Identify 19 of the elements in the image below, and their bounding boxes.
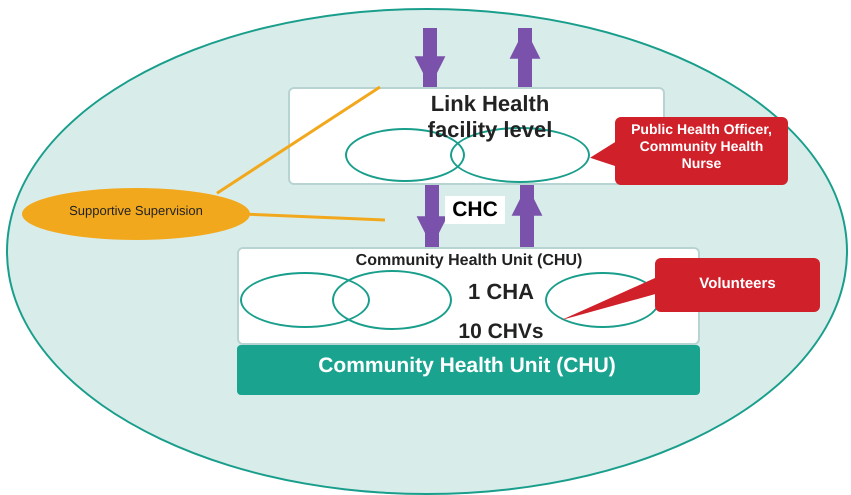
arrow — [414, 28, 446, 87]
staff-count: 10 CHVs — [457, 319, 545, 344]
callout-text: Volunteers — [698, 275, 777, 293]
callout-pointer — [561, 278, 655, 320]
staff-count: 1 CHA — [466, 279, 535, 306]
callout-text: Supportive Supervision — [68, 203, 204, 219]
arrow — [416, 185, 448, 247]
arrow — [512, 185, 542, 247]
bar-label: Community Health Unit (CHU) — [317, 353, 617, 378]
ellipse — [240, 272, 370, 328]
arrow — [510, 28, 540, 87]
unit-title: Community Health Unit (CHU) — [354, 251, 584, 270]
ellipse — [332, 270, 452, 330]
level-box — [237, 247, 700, 345]
callout-text: Public Health Officer, Community Health Nurse — [630, 121, 773, 172]
level-label: CHC — [445, 196, 505, 224]
level-bar — [237, 345, 700, 395]
callout-pointer — [590, 142, 615, 166]
callout-box — [615, 117, 788, 185]
